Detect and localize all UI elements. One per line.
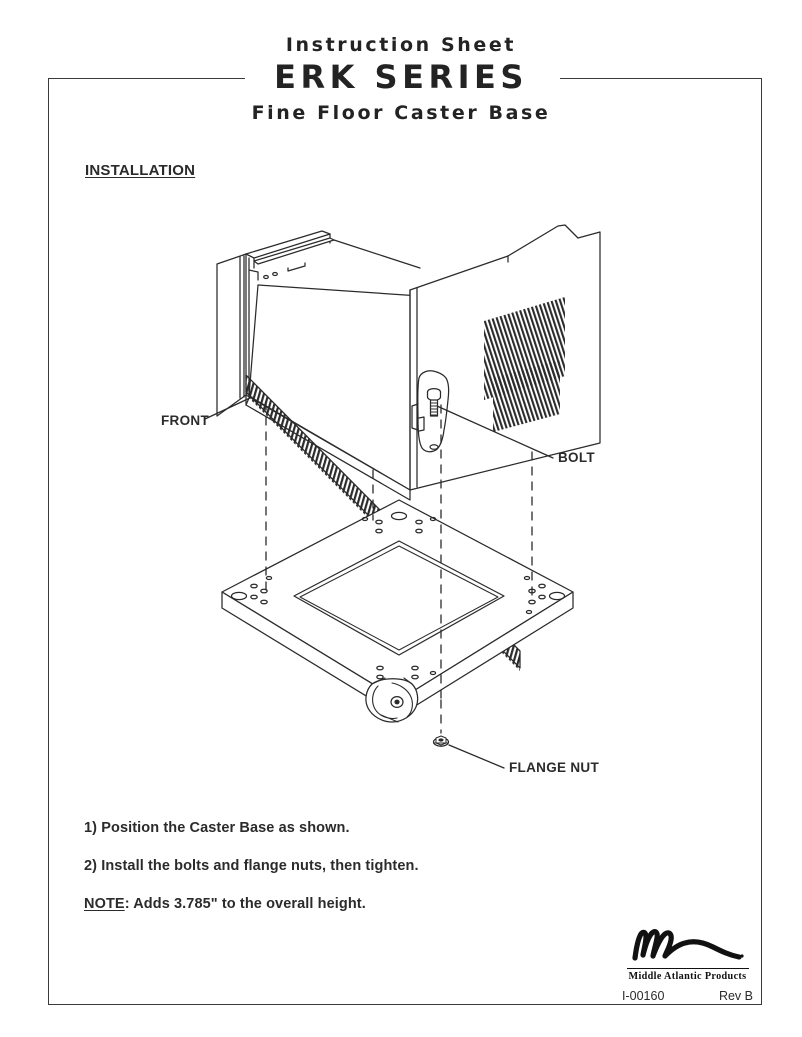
callout-label-bolt: BOLT: [558, 450, 595, 465]
frame-border-right: [761, 78, 762, 1005]
callout-label-flange-nut: FLANGE NUT: [509, 760, 599, 775]
page-title-series: ERK SERIES: [274, 58, 528, 96]
installation-heading: INSTALLATION: [85, 162, 196, 179]
company-name: Middle Atlantic Products: [628, 971, 747, 982]
instruction-steps: 1) Position the Caster Base as shown. 2)…: [84, 820, 644, 934]
instruction-step-2: 2) Install the bolts and flange nuts, th…: [84, 858, 419, 874]
note-label: NOTE: [84, 896, 125, 912]
frame-border-bottom: [48, 1004, 762, 1005]
footer-block: Middle Atlantic Products I-00160 Rev B: [620, 925, 755, 1003]
instruction-note: NOTE: Adds 3.785" to the overall height.: [84, 896, 644, 912]
frame-top-rule-right: [560, 78, 762, 79]
callout-label-front: FRONT: [161, 413, 209, 428]
page-title-instruction-sheet: Instruction Sheet: [285, 34, 517, 56]
document-revision: Rev B: [718, 989, 753, 1003]
note-text: : Adds 3.785" to the overall height.: [124, 896, 366, 912]
instruction-step-1: 1) Position the Caster Base as shown.: [84, 820, 350, 836]
page-subtitle: Fine Floor Caster Base: [251, 102, 551, 124]
document-number: I-00160: [622, 989, 665, 1003]
middle-atlantic-logo-icon: [631, 929, 744, 961]
document-meta: I-00160 Rev B: [620, 989, 755, 1003]
logo-underline: [626, 968, 749, 969]
frame-top-rule-left: [48, 78, 245, 79]
frame-border-left: [48, 78, 49, 1005]
